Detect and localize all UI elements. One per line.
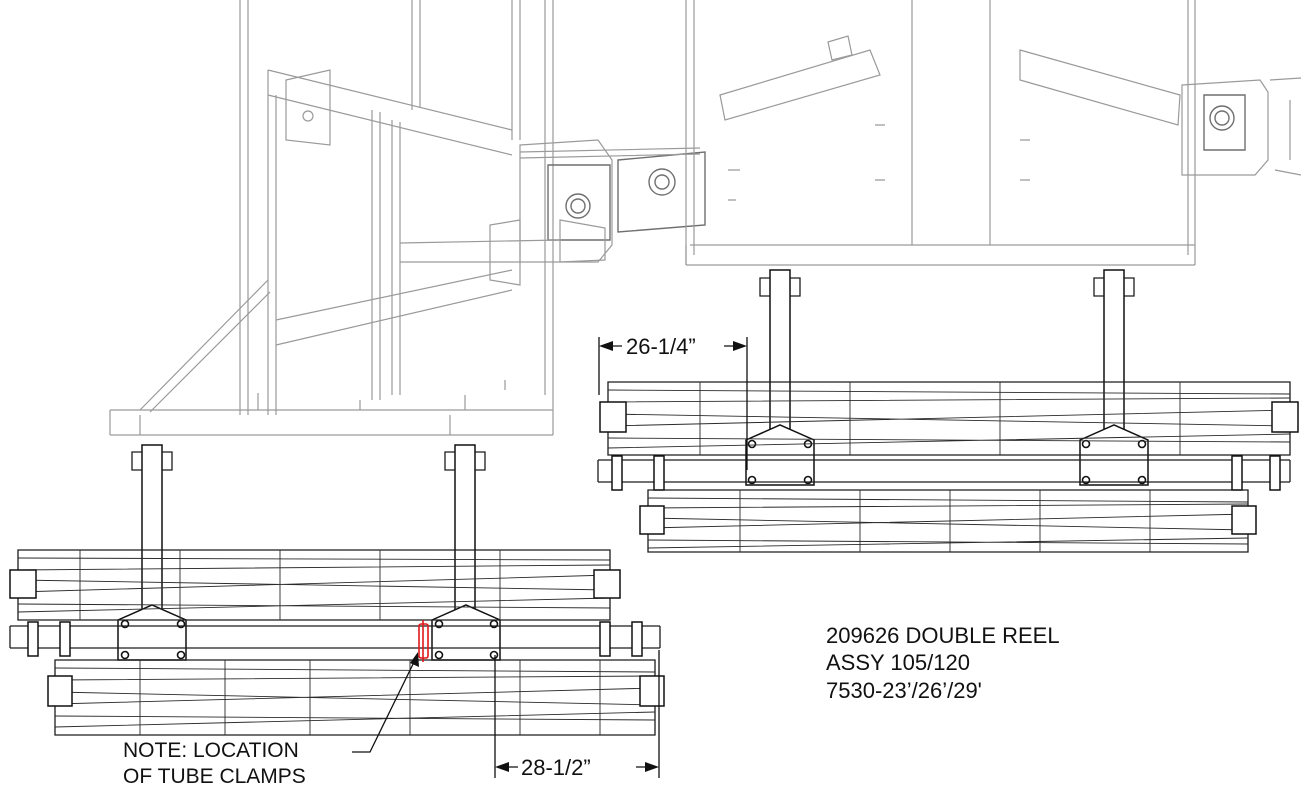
left-rear-reel	[47, 659, 665, 736]
assembly-label-line-3: 7530-23’/26’/29'	[826, 678, 982, 703]
assembly-label-line-1: 209626 DOUBLE REEL	[826, 623, 1060, 648]
assembly-label-line-2: ASSY 105/120	[826, 650, 970, 675]
left-front-reel	[9, 549, 621, 621]
left-support-post-1	[117, 444, 187, 661]
right-frame	[685, 0, 1301, 266]
note-line-2: OF TUBE CLAMPS	[123, 765, 306, 788]
bottom-dimension	[494, 650, 660, 778]
note-leader-line	[352, 652, 419, 753]
left-frame	[109, 0, 706, 436]
right-support-post-1	[745, 269, 815, 486]
tube-clamp-highlight	[418, 620, 429, 662]
left-axle-tube	[9, 621, 661, 657]
top-dimension	[598, 337, 748, 470]
bottom-dimension-label: 28-1/2”	[521, 755, 591, 780]
note-line-1: NOTE: LOCATION	[123, 739, 299, 762]
right-reel-assembly	[597, 269, 1299, 553]
right-support-post-2	[1079, 269, 1149, 486]
top-dimension-label: 26-1/4”	[626, 334, 696, 359]
right-front-reel	[599, 381, 1299, 456]
left-support-post-2	[431, 444, 501, 661]
right-axle-tube	[597, 455, 1291, 491]
left-reel-assembly	[9, 444, 665, 736]
right-rear-reel	[639, 489, 1257, 553]
